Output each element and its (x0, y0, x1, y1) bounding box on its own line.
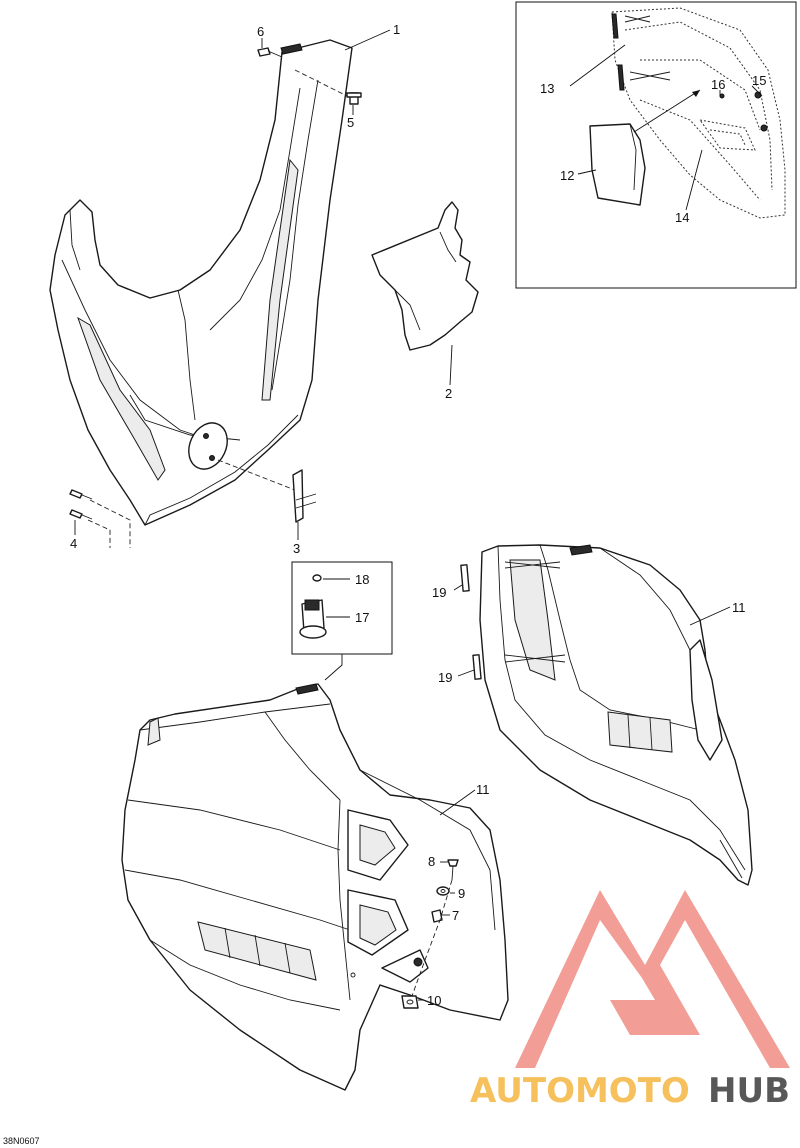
callout-10: 10 (427, 993, 441, 1008)
callout-6: 6 (257, 24, 264, 39)
side-panel-left (121, 683, 509, 1091)
callout-18: 18 (355, 572, 369, 587)
kit-box (291, 561, 393, 681)
front-upper-panel (49, 39, 356, 548)
callout-19a: 19 (432, 585, 446, 600)
washer-9 (436, 886, 450, 896)
callout-labels: 1 6 5 2 3 4 13 16 15 12 14 18 17 19 19 1… (70, 22, 766, 1008)
callout-16: 16 (711, 77, 725, 92)
foam-pad-2 (371, 201, 479, 351)
bracket-3 (292, 469, 317, 523)
callout-11a: 11 (732, 600, 746, 615)
callout-3: 3 (293, 541, 300, 556)
leader-lines (74, 29, 763, 1001)
inset-detail-box (515, 1, 797, 289)
brand-watermark: AUTOMOTO HUB (470, 890, 790, 1111)
callout-5: 5 (347, 115, 354, 130)
callout-19b: 19 (438, 670, 452, 685)
callout-2: 2 (445, 386, 452, 401)
drawing-reference: 38N0607 (3, 1136, 40, 1146)
logo-text-automoto: AUTOMOTO (470, 1071, 690, 1111)
tape-strip-19 (460, 564, 482, 680)
callout-1: 1 (393, 22, 400, 37)
callout-14: 14 (675, 210, 689, 225)
screw-6 (257, 47, 283, 58)
callout-9: 9 (458, 886, 465, 901)
callout-11b: 11 (476, 782, 490, 797)
callout-12: 12 (560, 168, 574, 183)
logo-triangle-icon (515, 890, 790, 1068)
callout-17: 17 (355, 610, 369, 625)
callout-4: 4 (70, 536, 77, 551)
rivet-4 (69, 489, 93, 520)
callout-15: 15 (752, 73, 766, 88)
callout-8: 8 (428, 854, 435, 869)
side-panel-right (479, 544, 753, 886)
logo-text-hub: HUB (708, 1071, 790, 1111)
nut-10 (401, 995, 419, 1009)
callout-13: 13 (540, 81, 554, 96)
screw-8 (447, 859, 459, 881)
clip-5 (346, 92, 362, 105)
callout-7: 7 (452, 908, 459, 923)
nut-7 (431, 909, 443, 923)
